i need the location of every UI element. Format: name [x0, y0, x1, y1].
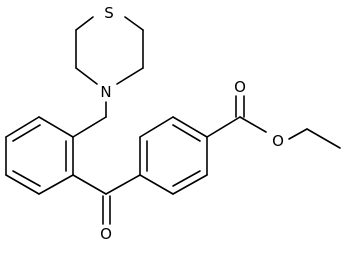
bond: [75, 67, 98, 85]
bond: [206, 116, 241, 138]
bond: [12, 124, 41, 142]
bond: [172, 124, 201, 142]
bond: [306, 128, 341, 149]
bond: [12, 170, 41, 187]
carbonyl-oxygen-label: O: [234, 78, 246, 96]
bond: [105, 174, 141, 195]
bond: [72, 174, 107, 195]
bond: [139, 116, 174, 138]
bond: [5, 116, 40, 138]
bond: [38, 174, 74, 195]
bond: [172, 174, 208, 195]
sulfur-atom-label: S: [104, 4, 114, 22]
bond: [172, 116, 208, 138]
nitrogen-atom-label: N: [100, 83, 111, 101]
left-benzene-ring: [5, 116, 74, 195]
right-benzene-ring: [139, 116, 208, 195]
bond: [124, 16, 144, 31]
bond: [5, 174, 40, 195]
bond: [38, 116, 74, 138]
bond: [75, 16, 94, 31]
thiomorpholine-ring: [75, 16, 144, 85]
ester-oxygen-label: O: [272, 132, 284, 150]
bond: [239, 116, 267, 133]
ketone-oxygen-label: O: [100, 225, 112, 243]
bond: [116, 67, 144, 85]
bond: [172, 170, 201, 187]
bond: [139, 174, 174, 195]
bond: [72, 116, 107, 138]
atom-labels: S N O O O: [100, 4, 284, 243]
bond: [288, 128, 308, 140]
